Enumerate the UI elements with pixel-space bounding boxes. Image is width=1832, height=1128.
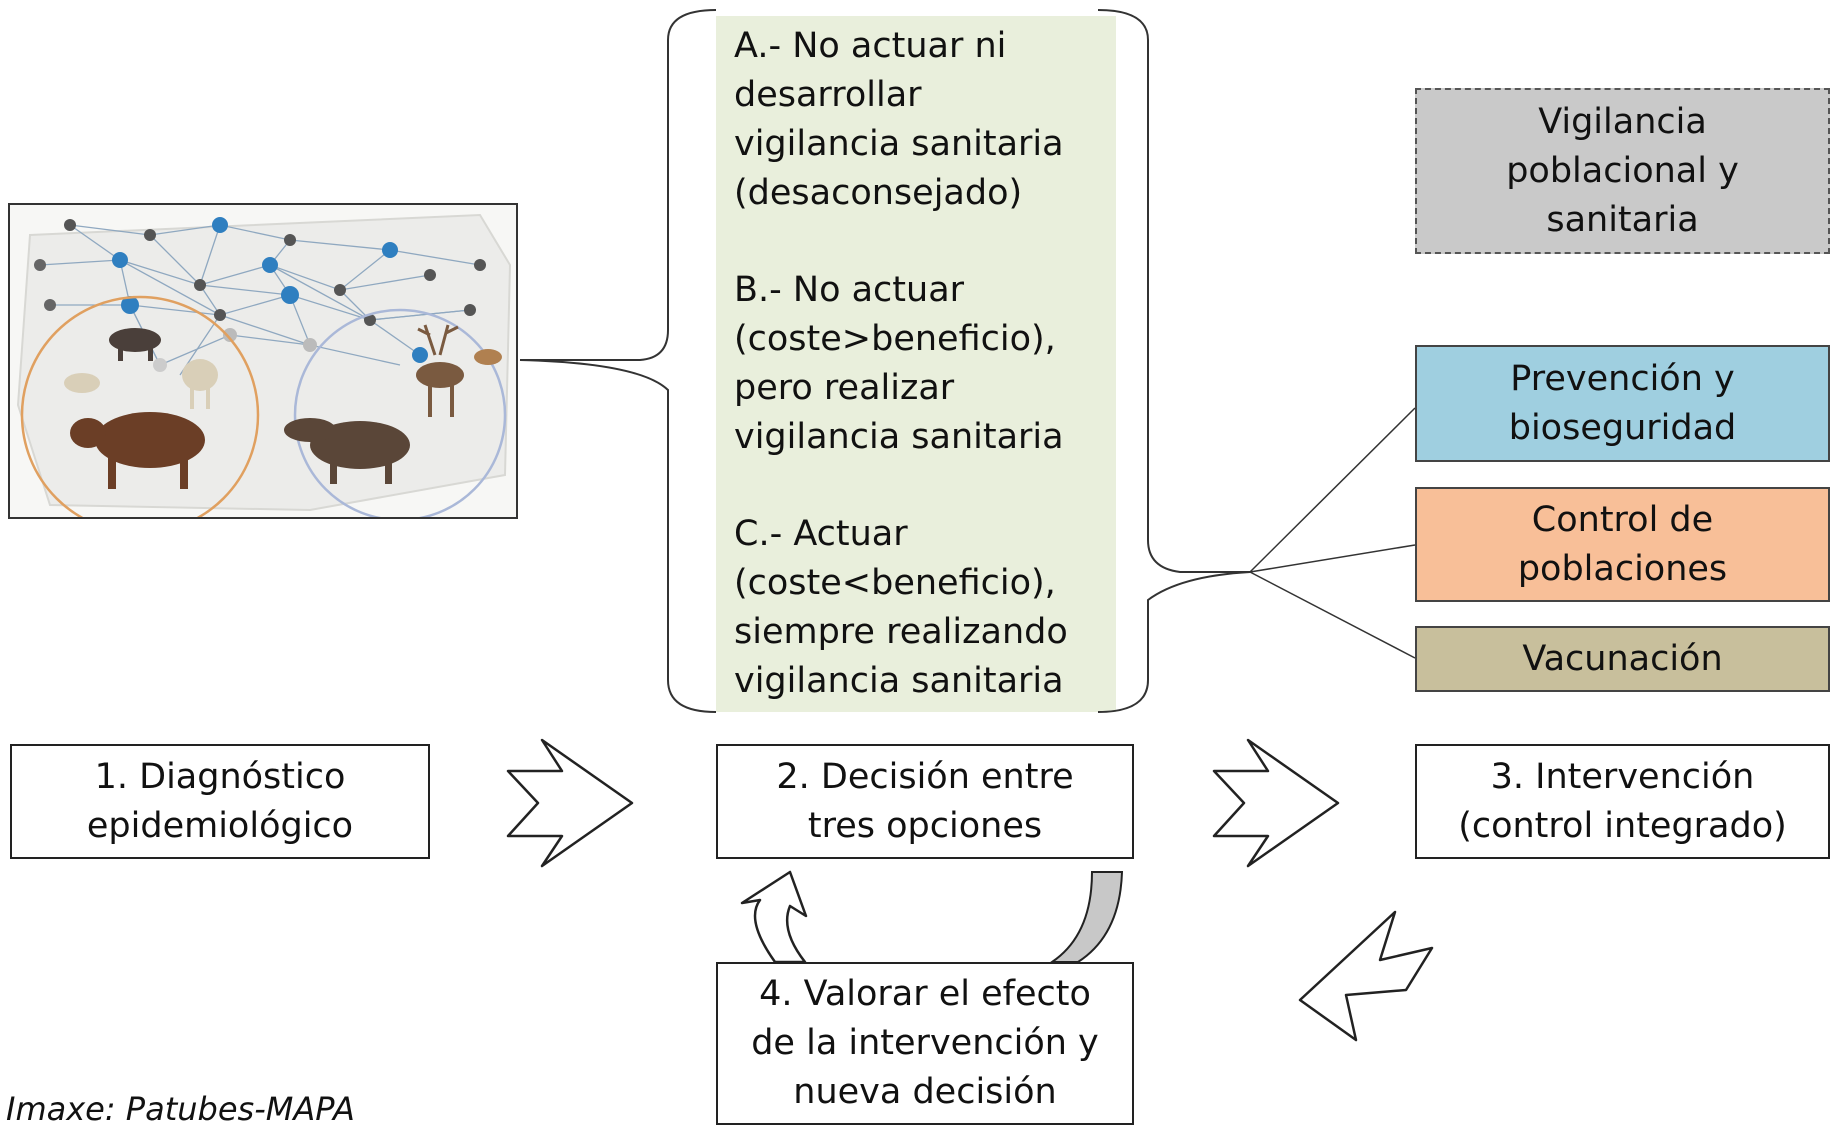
feedback-arrow-up (740, 870, 808, 964)
network-graph (16, 213, 512, 517)
surveillance-box: Vigilancia poblacional y sanitaria (1415, 88, 1830, 254)
step-2-label: 2. Decisión entre tres opciones (776, 756, 1074, 846)
option-c: C.- Actuar (coste<beneficio), siempre re… (734, 514, 1068, 701)
epidemiological-network-illustration (8, 203, 518, 519)
arrow-step1-to-step2 (506, 738, 634, 868)
arrow-step3-to-step4 (1298, 910, 1434, 1042)
surveillance-label: Vigilancia poblacional y sanitaria (1506, 101, 1739, 240)
vaccination-label: Vacunación (1522, 638, 1723, 679)
feedback-return-band (1048, 871, 1124, 963)
step-4-label: 4. Valorar el efecto de la intervención … (751, 974, 1099, 1112)
step-3-label: 3. Intervención (control integrado) (1458, 756, 1787, 846)
vaccination-box: Vacunación (1415, 626, 1830, 692)
prevention-label: Prevención y bioseguridad (1508, 358, 1737, 448)
step-4-box: 4. Valorar el efecto de la intervención … (716, 962, 1134, 1125)
option-a: A.- No actuar ni desarrollar vigilancia … (734, 26, 1064, 213)
step-1-box: 1. Diagnóstico epidemiológico (10, 744, 430, 859)
step-3-box: 3. Intervención (control integrado) (1415, 744, 1830, 859)
image-credit: Imaxe: Patubes-MAPA (6, 1090, 355, 1128)
options-left-brace (519, 9, 717, 713)
arrow-step2-to-step3 (1212, 738, 1340, 868)
measures-fan-lines (1249, 407, 1416, 659)
options-right-brace (1097, 9, 1251, 713)
step-1-label: 1. Diagnóstico epidemiológico (86, 756, 354, 846)
option-b: B.- No actuar (coste>beneficio), pero re… (734, 270, 1064, 457)
decision-options-panel: A.- No actuar ni desarrollar vigilancia … (716, 16, 1116, 712)
prevention-box: Prevención y bioseguridad (1415, 345, 1830, 462)
step-2-box: 2. Decisión entre tres opciones (716, 744, 1134, 859)
population-control-label: Control de poblaciones (1517, 499, 1728, 589)
population-control-box: Control de poblaciones (1415, 487, 1830, 602)
